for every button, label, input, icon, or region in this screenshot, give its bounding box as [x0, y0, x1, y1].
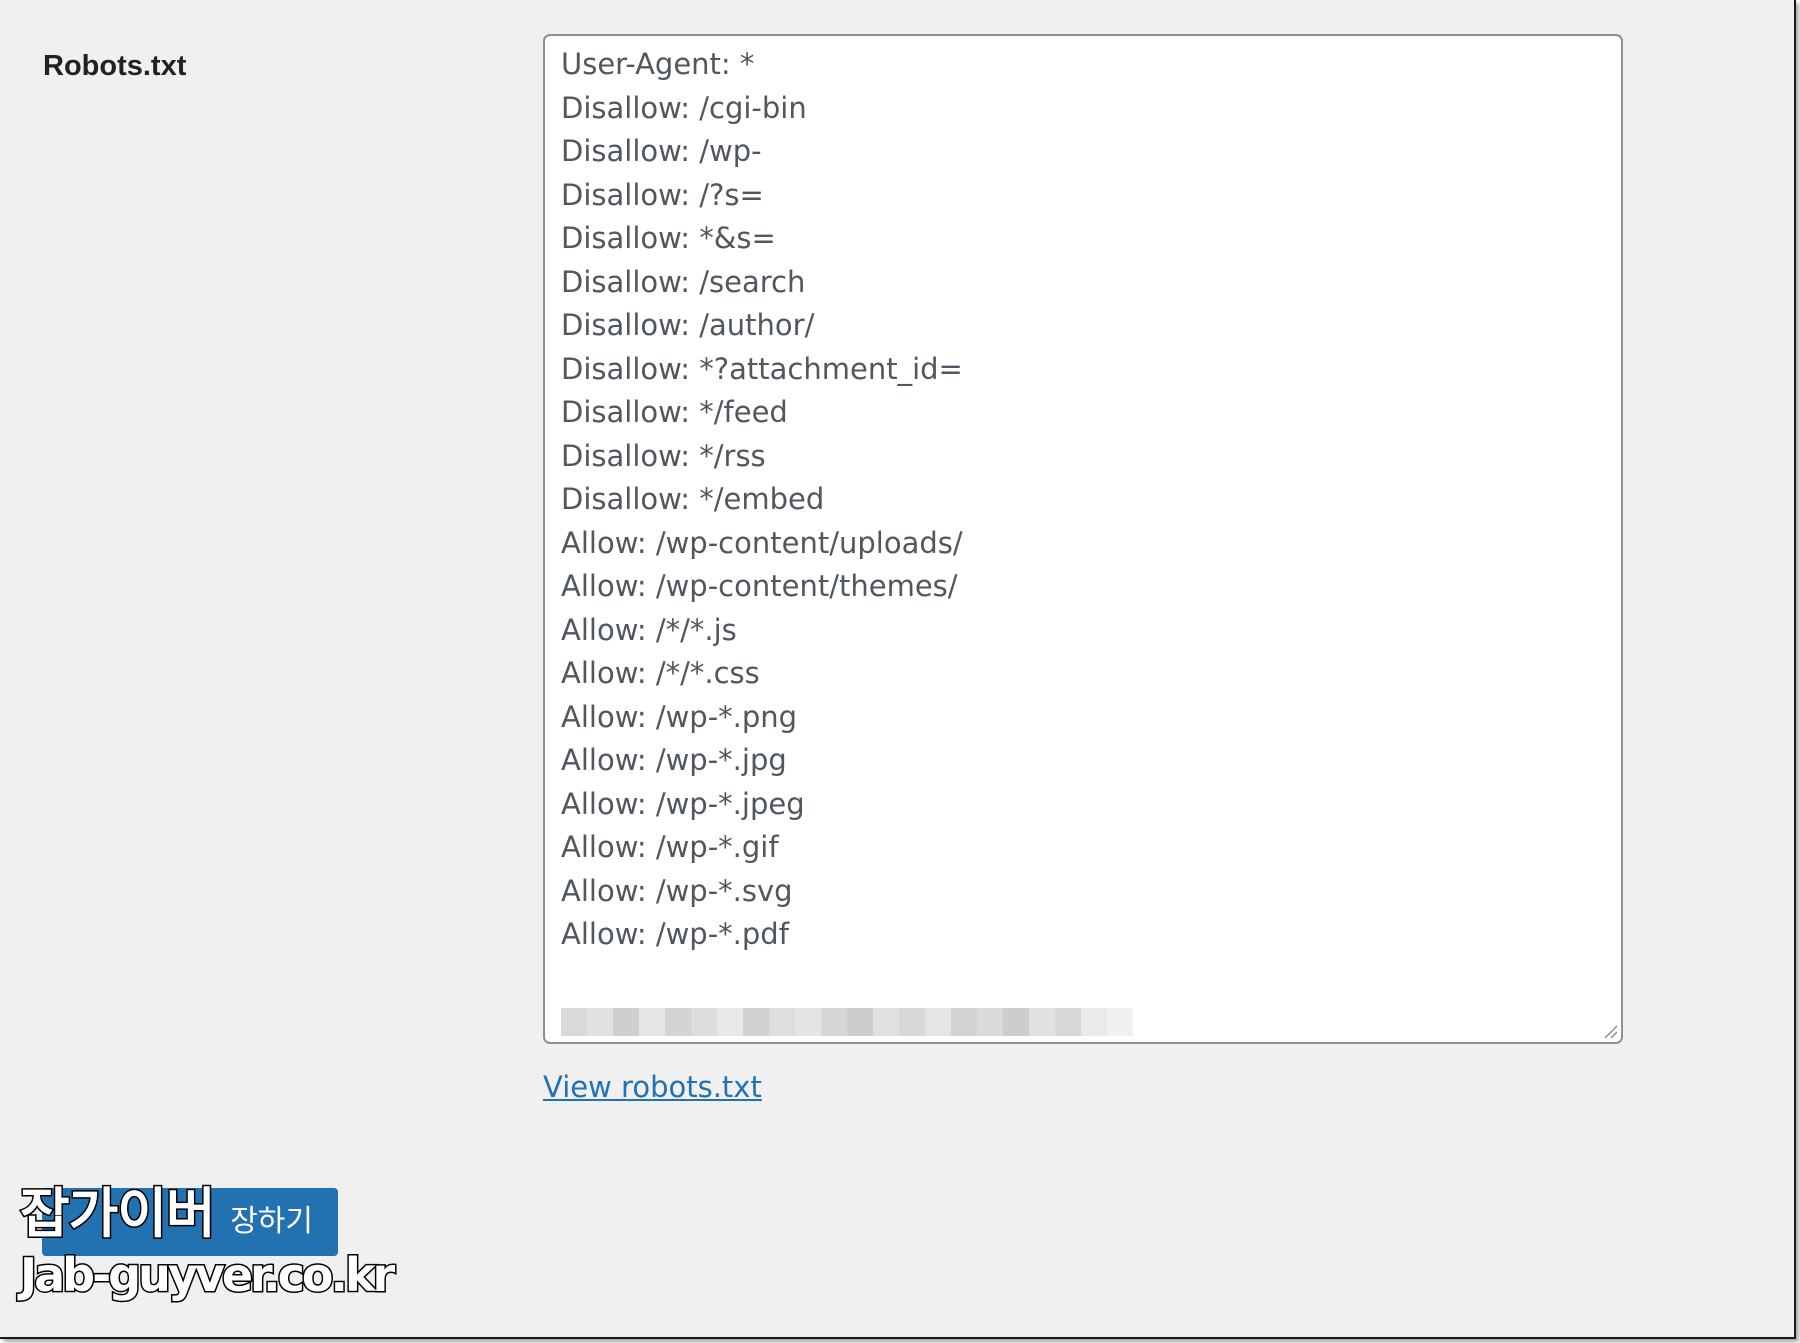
robots-line: Disallow: /?s= — [561, 177, 764, 212]
save-button[interactable]: 장하기 — [42, 1188, 338, 1256]
blur-block — [561, 1008, 587, 1036]
robots-line: Allow: /wp-content/uploads/ — [561, 525, 963, 560]
blur-block — [769, 1008, 795, 1036]
blur-block — [1107, 1008, 1133, 1036]
blur-block — [795, 1008, 821, 1036]
blur-block — [847, 1008, 873, 1036]
robots-line: Disallow: *&s= — [561, 221, 776, 255]
robots-line: Allow: /wp-*.png — [561, 699, 798, 734]
blur-block — [899, 1008, 925, 1036]
robots-line: Disallow: */feed — [561, 395, 788, 429]
blur-block — [873, 1008, 899, 1036]
robots-line: Disallow: */embed — [561, 482, 825, 516]
robots-line: Disallow: /search — [561, 264, 806, 299]
robots-line: Disallow: *?attachment_id= — [561, 351, 963, 386]
robots-line: Disallow: */rss — [561, 438, 766, 473]
view-robots-link[interactable]: View robots.txt — [543, 1070, 762, 1104]
resize-handle-icon[interactable] — [1600, 1021, 1618, 1039]
blur-block — [691, 1008, 717, 1036]
robots-line: Allow: /*/*.js — [561, 612, 737, 647]
robots-line: Allow: /wp-*.jpg — [561, 743, 787, 777]
blur-block — [613, 1008, 639, 1036]
robots-line: Allow: /wp-*.svg — [561, 873, 793, 908]
robots-line: User-Agent: * — [561, 47, 755, 81]
blur-block — [1081, 1008, 1107, 1036]
blur-block — [1055, 1008, 1081, 1036]
robots-line: Allow: /wp-*.pdf — [561, 917, 789, 951]
blur-block — [665, 1008, 691, 1036]
redacted-sitemap-line — [561, 1008, 1133, 1036]
blur-block — [639, 1008, 665, 1036]
blur-block — [717, 1008, 743, 1036]
blur-block — [951, 1008, 977, 1036]
blur-block — [743, 1008, 769, 1036]
robots-line: Disallow: /author/ — [561, 308, 815, 342]
blur-block — [821, 1008, 847, 1036]
robots-line: Disallow: /cgi-bin — [561, 90, 807, 125]
robots-line: Allow: /*/*.css — [561, 656, 760, 690]
robots-line: Allow: /wp-content/themes/ — [561, 569, 958, 603]
robots-line: Allow: /wp-*.jpeg — [561, 786, 805, 821]
blur-block — [977, 1008, 1003, 1036]
robots-line: Disallow: /wp- — [561, 134, 762, 168]
robots-field-label: Robots.txt — [43, 50, 187, 82]
blur-block — [925, 1008, 951, 1036]
robots-line: Allow: /wp-*.gif — [561, 830, 779, 864]
blur-block — [1029, 1008, 1055, 1036]
blur-block — [587, 1008, 613, 1036]
blur-block — [1003, 1008, 1029, 1036]
